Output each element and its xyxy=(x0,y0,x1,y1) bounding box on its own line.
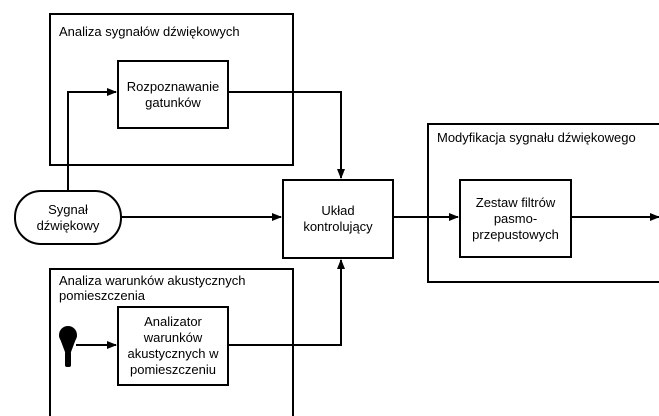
group-title-acoustic-analysis: Analiza warunków akustycznych pomieszcze… xyxy=(59,273,246,303)
control-unit-label: Układ kontrolujący xyxy=(303,203,373,234)
filter-bank-label: Zestaw filtrów pasmo- przepustowych xyxy=(472,194,559,242)
arrow-recognition-to-control xyxy=(228,91,345,179)
room-analyzer-block: Analizator warunków akustycznych w pomie… xyxy=(118,307,228,385)
block-filter-bank xyxy=(459,179,572,258)
block-control-unit xyxy=(282,179,394,259)
microphone-icon xyxy=(59,326,77,367)
species-recognition-label: Rozpoznawanie gatunków xyxy=(126,78,220,110)
group-frame-acoustic-analysis xyxy=(49,268,294,416)
group-frame-sound-analysis xyxy=(49,13,294,166)
block-species-recognition xyxy=(117,60,229,129)
group-title-signal-modification: Modyfikacja sygnału dźwiękowego xyxy=(437,130,636,145)
group-title-sound-analysis: Analiza sygnałów dźwiękowych xyxy=(59,24,240,39)
room-analyzer-label: Analizator warunków akustycznych w pomie… xyxy=(127,314,219,377)
group-frame-signal-modification xyxy=(427,123,659,283)
sound-signal-label: Sygnał dźwiękowy xyxy=(36,201,100,233)
sound-signal-terminal: Sygnał dźwiękowy xyxy=(15,191,121,244)
arrow-signal-to-recognition xyxy=(67,88,117,191)
arrow-analyzer-to-control xyxy=(228,259,345,346)
filter-bank-block: Zestaw filtrów pasmo- przepustowych xyxy=(460,180,571,257)
control-unit-block: Układ kontrolujący xyxy=(283,180,393,258)
species-recognition-block: Rozpoznawanie gatunków xyxy=(118,61,228,128)
